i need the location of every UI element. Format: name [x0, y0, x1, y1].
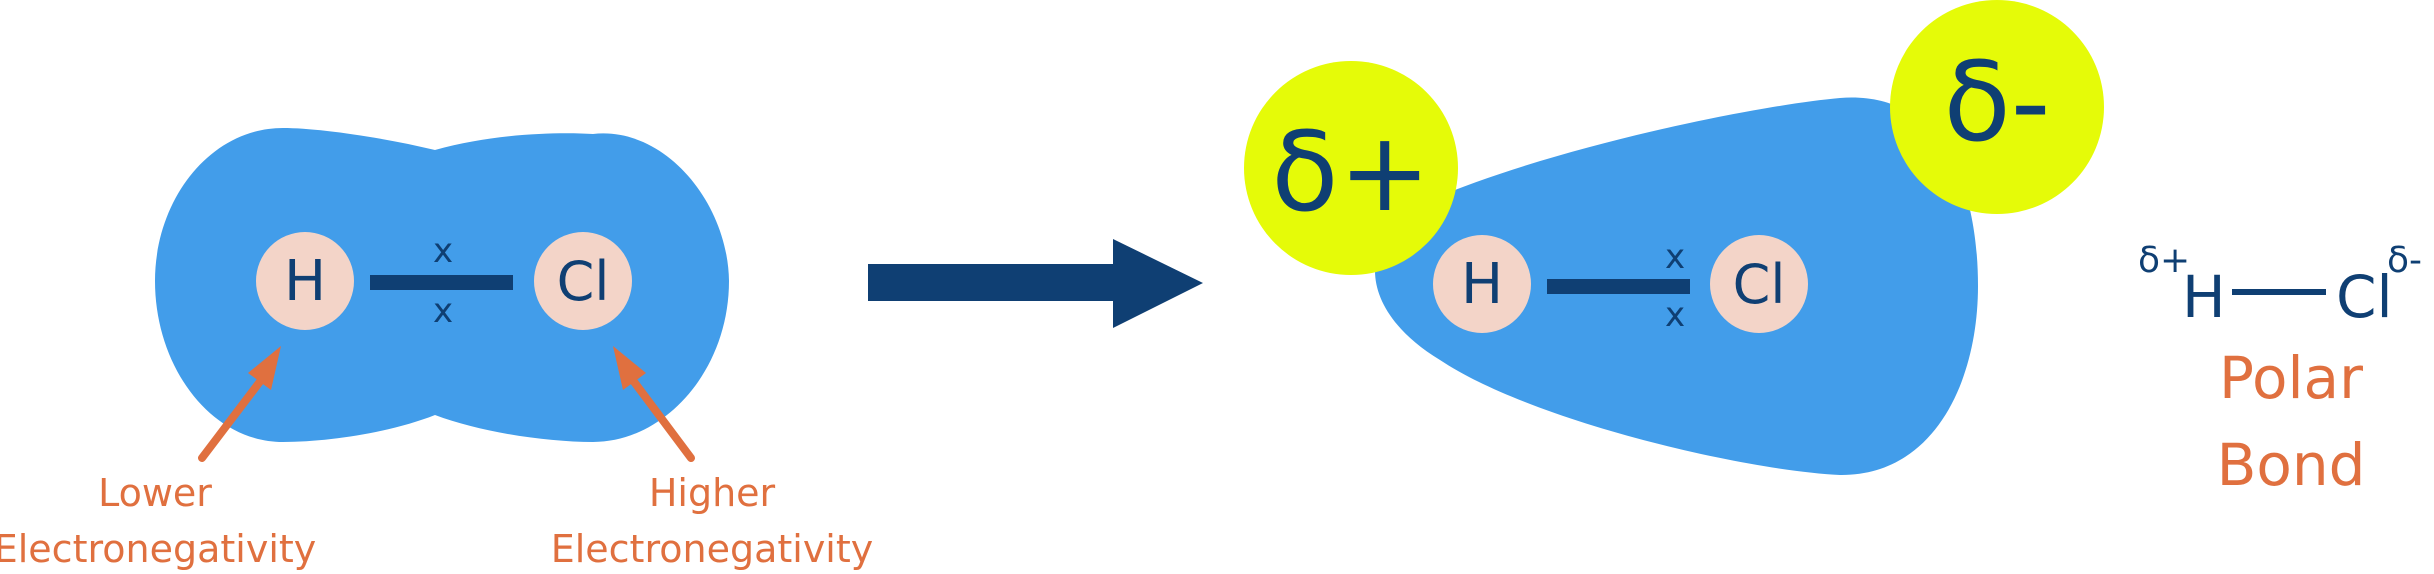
arrow-to-hydrogen: [198, 346, 281, 462]
lower-electronegativity-label-line2: Electronegativity: [0, 527, 316, 571]
higher-electronegativity-label-line1: Higher: [649, 471, 776, 515]
higher-electronegativity-label-line2: Electronegativity: [551, 527, 874, 571]
delta-plus-region: [1244, 61, 1458, 275]
chlorine-symbol: Cl: [557, 250, 610, 313]
formula-delta-plus: δ+: [2138, 240, 2190, 281]
delta-plus-symbol: δ+: [1271, 108, 1430, 236]
hydrogen-symbol: H: [284, 249, 326, 314]
delta-minus-region: [1890, 0, 2104, 214]
bonding-electron-top-polar: x: [1665, 237, 1685, 277]
transformation-arrow: [868, 239, 1203, 328]
chlorine-atom: [534, 232, 632, 330]
hydrogen-atom-polar: [1433, 235, 1531, 333]
hydrogen-symbol-polar: H: [1461, 252, 1503, 317]
chlorine-symbol-polar: Cl: [1733, 253, 1786, 316]
covalent-bond-line: [370, 275, 513, 290]
formula-bond-line: [2232, 289, 2326, 295]
polar-bond-label-line1: Polar: [2219, 344, 2363, 412]
formula-chlorine: Cl: [2336, 263, 2393, 331]
lower-electronegativity-label-line1: Lower: [98, 471, 212, 515]
hydrogen-atom: [256, 232, 354, 330]
bonding-electron-bottom-polar: x: [1665, 295, 1685, 335]
delta-minus-symbol: δ-: [1944, 38, 2051, 166]
bonding-electron-top: x: [433, 231, 453, 271]
formula-delta-minus: δ-: [2387, 240, 2422, 281]
chlorine-atom-polar: [1710, 235, 1808, 333]
polar-bond-label-line2: Bond: [2217, 431, 2366, 499]
arrow-to-chlorine: [613, 346, 695, 462]
formula-hydrogen: H: [2182, 263, 2226, 331]
bonding-electron-bottom: x: [433, 291, 453, 331]
covalent-bond-line-polar: [1547, 279, 1690, 294]
